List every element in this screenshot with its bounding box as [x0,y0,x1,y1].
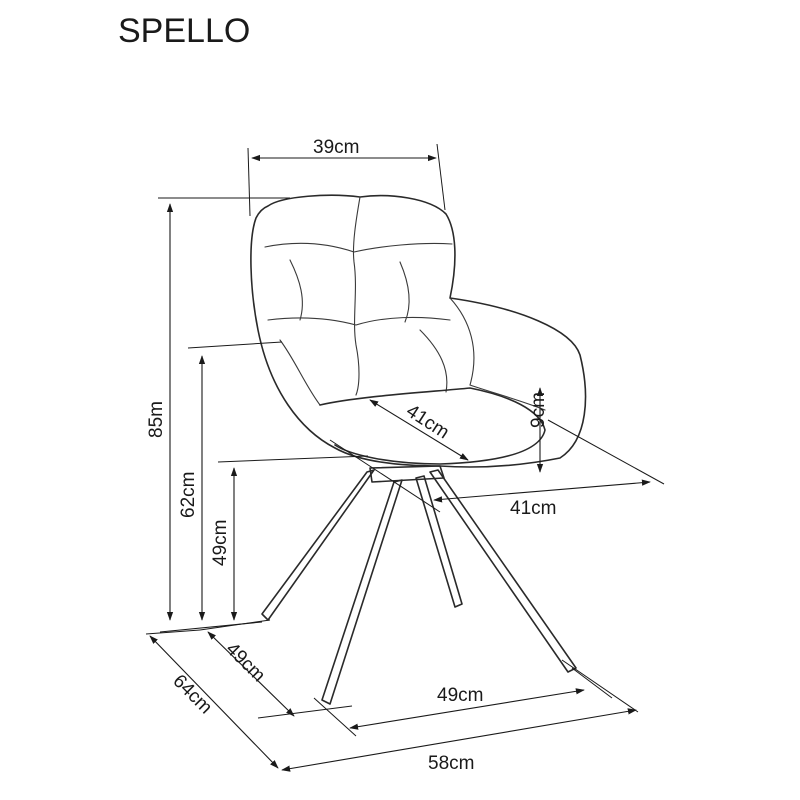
front-right-leg [321,479,403,705]
cushion-seam-top [264,242,453,253]
label-armrest-rise: 9cm [528,392,549,428]
label-base-depth: 49cm [221,639,269,687]
cushion-fold-right [399,261,410,323]
label-seat-depth: 41cm [402,401,452,444]
label-seat-width: 41cm [510,498,556,519]
cushion-seam-vertical [352,196,361,396]
base-depth-line [207,631,295,717]
product-title: SPELLO [118,12,250,50]
left-armrest-inner [279,339,321,406]
label-base-width: 49cm [437,685,483,706]
backrest-outline [250,194,587,468]
label-back-width: 39cm [313,137,359,158]
chair-outline [250,194,587,705]
label-total-depth: 64cm [168,671,216,719]
seat-cushion [319,387,546,465]
seat-width-line [433,479,651,503]
back-left-leg [415,475,463,608]
cushion-fold-left [289,259,303,321]
cushion-seam-middle [267,316,451,326]
dimension-lines [145,143,665,772]
swivel-plate [369,465,445,483]
front-left-leg [261,469,375,621]
cushion-fold-lower [419,329,448,393]
back-right-leg [429,469,577,673]
label-armrest-height: 62cm [178,472,199,518]
label-seat-height: 49cm [210,520,231,566]
seat-depth-line [369,399,469,461]
label-total-width: 58cm [428,753,474,774]
total-width-line [281,708,637,772]
right-armrest-inner [449,297,546,411]
label-total-height: 85m [146,401,167,438]
